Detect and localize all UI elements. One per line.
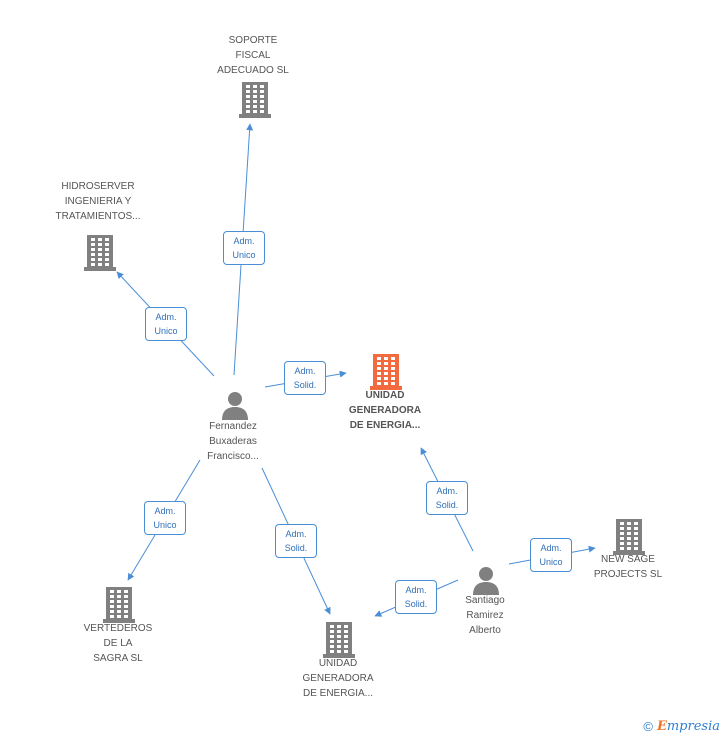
person-icon: [473, 567, 499, 595]
building-icon: [239, 82, 271, 118]
node-vertederos[interactable]: [103, 587, 135, 628]
node-hidroserver[interactable]: [84, 235, 116, 276]
logo-rest: mpresia: [666, 719, 720, 734]
node-newsage[interactable]: [613, 519, 645, 560]
building-icon: [84, 235, 116, 271]
node-label-fernandez[interactable]: Fernandez Buxaderas Francisco...: [207, 421, 259, 462]
edge-badge-fernandez-to-vertederos[interactable]: Adm. Unico: [144, 501, 186, 535]
footer-brand: © Empresia: [643, 719, 720, 734]
node-unidad_main[interactable]: [370, 354, 402, 395]
edge-badge-santiago-to-newsage[interactable]: Adm. Unico: [530, 538, 572, 572]
person-icon: [222, 392, 248, 420]
node-label-santiago[interactable]: Santiago Ramirez Alberto: [465, 595, 505, 636]
building-icon: [323, 622, 355, 658]
node-fernandez[interactable]: [220, 390, 250, 425]
node-label-hidroserver[interactable]: HIDROSERVER INGENIERIA Y TRATAMIENTOS...: [55, 181, 141, 222]
edge-badge-fernandez-to-hidroserver[interactable]: Adm. Unico: [145, 307, 187, 341]
node-label-soporte[interactable]: SOPORTE FISCAL ADECUADO SL: [217, 35, 289, 76]
node-label-newsage[interactable]: NEW SAGE PROJECTS SL: [593, 554, 663, 580]
edge-badge-fernandez-to-unidad_main[interactable]: Adm. Solid.: [284, 361, 326, 395]
node-label-unidad_main[interactable]: UNIDAD GENERADORA DE ENERGIA...: [348, 390, 422, 431]
node-soporte[interactable]: [239, 82, 271, 123]
node-label-unidad_bottom[interactable]: UNIDAD GENERADORA DE ENERGIA...: [302, 658, 374, 699]
copyright-symbol: ©: [643, 719, 653, 734]
node-unidad_bottom[interactable]: [323, 622, 355, 663]
building-icon: [370, 354, 402, 390]
edge-badge-santiago-to-unidad_bottom[interactable]: Adm. Solid.: [395, 580, 437, 614]
building-icon: [613, 519, 645, 555]
empresia-logo[interactable]: Empresia: [657, 719, 720, 734]
edge-badge-fernandez-to-soporte[interactable]: Adm. Unico: [223, 231, 265, 265]
node-santiago[interactable]: [471, 565, 501, 600]
node-label-vertederos[interactable]: VERTEDEROS DE LA SAGRA SL: [83, 623, 153, 664]
building-icon: [103, 587, 135, 623]
logo-initial: E: [656, 719, 667, 734]
edge-badge-fernandez-to-unidad_bottom[interactable]: Adm. Solid.: [275, 524, 317, 558]
edge-badge-santiago-to-unidad_main[interactable]: Adm. Solid.: [426, 481, 468, 515]
